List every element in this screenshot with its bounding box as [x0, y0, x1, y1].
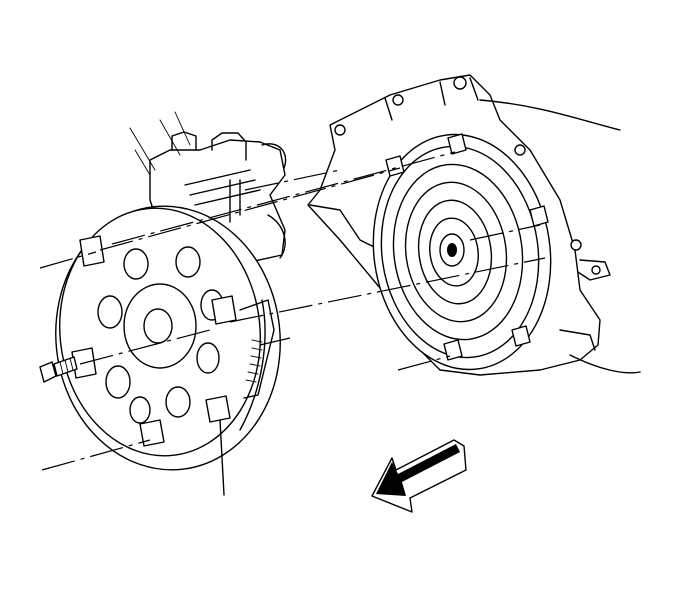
flywheel: [55, 205, 281, 496]
flywheel-slot: [139, 419, 165, 447]
bolt-head: [39, 361, 57, 383]
torque-converter: [372, 133, 552, 371]
flywheel-slot: [211, 295, 237, 325]
flywheel-hole: [105, 365, 131, 399]
arrow-down-left-icon: [371, 439, 467, 513]
flywheel-hole: [165, 386, 191, 418]
converter-stud: [529, 205, 549, 227]
flywheel-slot: [205, 395, 231, 423]
flywheel-slot: [79, 235, 105, 267]
flywheel-hole: [97, 295, 123, 329]
flywheel-hole: [123, 248, 149, 280]
bolt: [39, 356, 78, 383]
converter-stud: [385, 155, 405, 177]
converter-stud: [447, 133, 467, 155]
converter-stud: [511, 325, 531, 347]
alignment-lines: [39, 151, 546, 471]
flywheel-center-hole: [143, 308, 173, 344]
flywheel-hole: [175, 246, 201, 278]
flywheel-hole: [196, 342, 220, 374]
flywheel-hole: [129, 396, 151, 424]
converter-stud: [443, 339, 463, 361]
